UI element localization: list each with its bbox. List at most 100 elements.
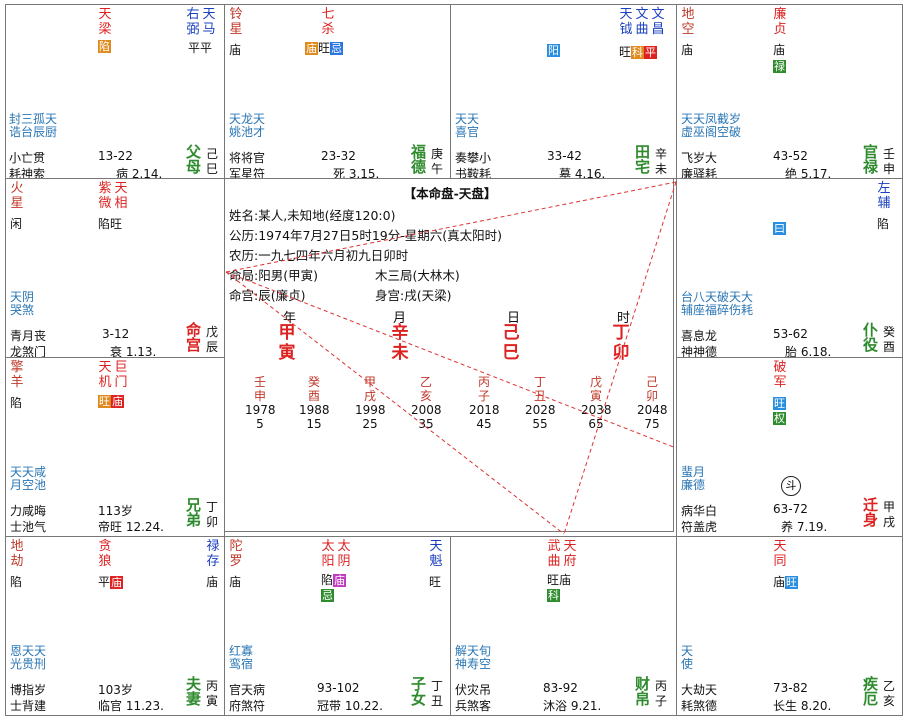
minor-stars: 红寡鸾宿 bbox=[229, 644, 254, 671]
palace-name-fuqi[interactable]: 夫妻 bbox=[186, 675, 202, 708]
star-tianji-status: 旺庙 bbox=[98, 395, 124, 408]
star-taiyin: 太阴 bbox=[337, 539, 351, 569]
palace-name-guanlu[interactable]: 官禄 bbox=[863, 143, 879, 176]
star-huoxing: 火星 bbox=[10, 181, 24, 211]
star-tiankui: 天魁 bbox=[429, 539, 443, 569]
star-pojun-hua: 旺权 bbox=[773, 397, 786, 425]
palace-hai[interactable]: 天同 庙旺 天使 大劫天 耗煞德 73-82 长生 8.20. 疾厄 乙亥 bbox=[676, 536, 903, 716]
minor-stars: 封三孤天诰台辰厨 bbox=[9, 112, 58, 139]
minor-stars: 恩天天光贵刑 bbox=[10, 644, 47, 671]
wuxing-ju: 木三局(大林木) bbox=[375, 268, 460, 283]
star-tianliang-status: 陷 bbox=[98, 40, 111, 53]
shensha-row1: 奏攀小 bbox=[455, 151, 492, 165]
palace-name-tianzhai[interactable]: 田宅 bbox=[635, 143, 651, 176]
decade-range: 33-42 bbox=[547, 149, 582, 163]
lunar-date: 农历:一九七四年六月初九日卯时 bbox=[229, 248, 409, 263]
life-stage: 死 3.15. bbox=[333, 167, 380, 179]
palace-name-puyi[interactable]: 仆役 bbox=[863, 321, 879, 354]
shensha-row1: 将将官 bbox=[229, 151, 266, 165]
star-lianzhen-status: 庙 bbox=[773, 43, 786, 57]
star-zuofu: 左辅 bbox=[877, 181, 891, 211]
star-tiantong-status: 庙旺 bbox=[773, 575, 799, 589]
minor-stars: 天天喜官 bbox=[455, 112, 480, 139]
palace-stem: 丙寅 bbox=[206, 679, 219, 708]
palace-name-xiongdi[interactable]: 兄弟 bbox=[186, 496, 202, 529]
center-panel: 【本命盘-天盘】 姓名:某人,未知地(经度120:0) 公历:1974年7月27… bbox=[224, 178, 674, 532]
minor-stars: 解天旬神寿空 bbox=[455, 644, 492, 671]
palace-stem: 乙亥 bbox=[883, 679, 896, 708]
star-taiyang-status: 陷庙忌 bbox=[321, 573, 347, 602]
star-qisha-status: 庙旺忌 bbox=[305, 41, 344, 55]
decade-range: 73-82 bbox=[773, 681, 808, 695]
palace-stem: 己巳 bbox=[206, 147, 219, 176]
line-ming-cai bbox=[225, 271, 565, 535]
yue-badge: 曰 bbox=[773, 222, 786, 235]
line-guan-cai bbox=[563, 181, 677, 535]
dou-icon: 斗 bbox=[781, 476, 801, 496]
palace-wu[interactable]: 铃星 七杀 庙 庙旺忌 天龙天姚池才 将将官 军星符 23-32 死 3.15.… bbox=[224, 4, 451, 179]
star-dikong: 地空 bbox=[681, 7, 695, 37]
star-status: 陷 bbox=[877, 217, 890, 231]
decade-range: 83-92 bbox=[543, 681, 578, 695]
palace-name-qianyi[interactable]: 迁身 bbox=[863, 496, 879, 529]
shensha-row2: 廉驿耗 bbox=[681, 167, 718, 179]
life-stage: 墓 4.16. bbox=[559, 167, 606, 179]
decade-range: 113岁 bbox=[98, 504, 133, 518]
shensha-row2: 符盖虎 bbox=[681, 520, 718, 534]
palace-stem: 丁丑 bbox=[431, 679, 444, 708]
minor-stars: 台八天破天大辅座福碎伤耗 bbox=[681, 290, 754, 317]
star-status: 陷 bbox=[10, 575, 23, 589]
star-wenqu: 文曲 bbox=[635, 7, 649, 37]
life-stage: 胎 6.18. bbox=[785, 345, 832, 358]
star-status: 庙 bbox=[229, 575, 242, 589]
shensha-row1: 博指岁 bbox=[10, 683, 47, 697]
palace-yin[interactable]: 地劫 贪狼 禄存 陷 平庙 庙 恩天天光贵刑 博指岁 士背建 103岁 临官 1… bbox=[5, 536, 225, 716]
star-tianxiang: 天相 bbox=[114, 181, 128, 211]
star-taiyang: 太阳 bbox=[321, 539, 335, 569]
decade-range: 13-22 bbox=[98, 149, 133, 163]
palace-zi[interactable]: 武曲 天府 旺庙科 解天旬神寿空 伏灾吊 兵煞客 83-92 沐浴 9.21. … bbox=[450, 536, 677, 716]
palace-stem: 癸酉 bbox=[883, 325, 896, 354]
pillar-hour: 丁卯 bbox=[612, 323, 630, 363]
shensha-row2: 书鞍耗 bbox=[455, 167, 492, 179]
life-stage: 绝 5.17. bbox=[785, 167, 832, 179]
life-stage: 病 2.14. bbox=[116, 167, 163, 179]
star-ziwei-status: 陷旺 bbox=[98, 217, 123, 231]
star-wenchang: 文昌 bbox=[651, 7, 665, 37]
palace-name-caibo[interactable]: 财帛 bbox=[635, 675, 651, 708]
pillar-day: 己巳 bbox=[502, 323, 520, 363]
palace-name-zinv[interactable]: 子女 bbox=[411, 675, 427, 708]
palace-chen[interactable]: 火星 紫微 天相 闲 陷旺 天阴哭煞 青月丧 龙煞门 3-12 衰 1.13. … bbox=[5, 178, 225, 358]
palace-name-fumu[interactable]: 父母 bbox=[186, 143, 202, 176]
palace-shen[interactable]: 地空 廉贞 庙 庙 禄 天天凤截岁虚巫阁空破 飞岁大 廉驿耗 43-52 绝 5… bbox=[676, 4, 903, 179]
palace-mao[interactable]: 擎羊 天机 巨门 陷 旺庙 天天咸月空池 力咸晦 士池气 113岁 帝旺 12.… bbox=[5, 357, 225, 537]
star-tianyue: 天钺 bbox=[619, 7, 633, 37]
palace-chou[interactable]: 陀罗 太阳 太阴 天魁 庙 陷庙忌 旺 红寡鸾宿 官天病 府煞符 93-102 … bbox=[224, 536, 451, 716]
life-stage: 衰 1.13. bbox=[110, 345, 157, 358]
star-tuoluo: 陀罗 bbox=[229, 539, 243, 569]
shensha-row2: 府煞符 bbox=[229, 699, 266, 713]
palace-name-minggong[interactable]: 命宫 bbox=[186, 321, 202, 354]
name-line: 姓名:某人,未知地(经度120:0) bbox=[229, 208, 396, 223]
star-wuqu-status: 旺庙科 bbox=[547, 573, 572, 602]
palace-wei[interactable]: 天钺 文曲 文昌 阳 旺科平 天天喜官 奏攀小 书鞍耗 33-42 墓 4.16… bbox=[450, 4, 677, 179]
star-lucun: 禄存 bbox=[206, 539, 220, 569]
shensha-row2: 耗神索 bbox=[9, 167, 46, 179]
palace-you[interactable]: 左辅 陷 曰 台八天破天大辅座福碎伤耗 喜息龙 神神德 53-62 胎 6.18… bbox=[676, 178, 903, 358]
decade-range: 53-62 bbox=[773, 327, 808, 341]
decade-range: 63-72 bbox=[773, 502, 808, 516]
life-stage: 长生 8.20. bbox=[773, 699, 832, 713]
pillar-label-year: 年 bbox=[283, 311, 297, 326]
shensha-row1: 小亡贯 bbox=[9, 151, 46, 165]
shensha-row2: 士池气 bbox=[10, 520, 47, 534]
palace-xu[interactable]: 破军 旺权 蜚月廉德 斗 病华白 符盖虎 63-72 养 7.19. 迁身 甲戌 bbox=[676, 357, 903, 537]
palace-name-fude[interactable]: 福德 bbox=[411, 143, 427, 176]
palace-name-jie[interactable]: 疾厄 bbox=[863, 675, 879, 708]
star-pojun: 破军 bbox=[773, 360, 787, 390]
line-ming-guan bbox=[225, 181, 677, 273]
